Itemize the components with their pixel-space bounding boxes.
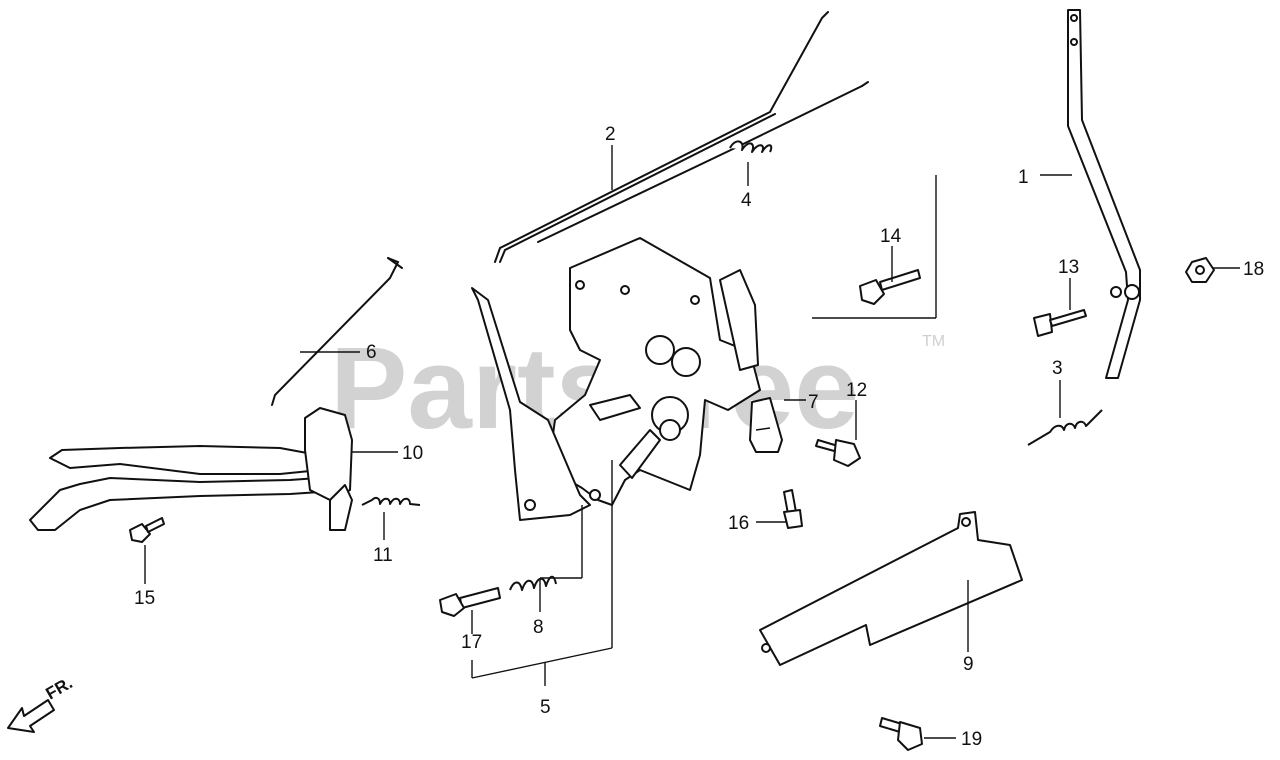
callout-10[interactable]: 10 (402, 443, 423, 464)
callout-4[interactable]: 4 (741, 190, 752, 211)
callout-12[interactable]: 12 (846, 380, 867, 401)
part-10-wire-harness[interactable] (29, 407, 353, 531)
part-18-nut[interactable] (1185, 257, 1215, 283)
callout-19[interactable]: 19 (961, 729, 982, 750)
callout-8[interactable]: 8 (533, 617, 544, 638)
callout-labels: 1 2 3 4 5 6 7 8 9 10 11 12 13 14 15 16 1… (134, 124, 1264, 750)
part-6-choke-rod[interactable] (271, 257, 403, 406)
part-16-screw[interactable] (783, 489, 803, 529)
callout-18[interactable]: 18 (1243, 259, 1264, 280)
part-4-rod-spring[interactable] (537, 81, 869, 243)
callout-6[interactable]: 6 (366, 342, 377, 363)
part-8-spring[interactable] (509, 575, 557, 591)
part-3-spring[interactable] (1027, 409, 1103, 446)
callout-16[interactable]: 16 (728, 513, 749, 534)
leader-lines (144, 145, 1240, 739)
watermark-tm: TM (922, 333, 945, 350)
part-9-plate[interactable] (759, 511, 1023, 666)
callout-17[interactable]: 17 (461, 632, 482, 653)
part-13-screw[interactable] (1033, 309, 1087, 337)
part-2-rod[interactable] (494, 11, 829, 263)
front-direction-arrow: FR. (7, 673, 76, 733)
part-19-bolt[interactable] (879, 717, 923, 751)
part-12-bolt[interactable] (815, 439, 861, 467)
callout-2[interactable]: 2 (605, 124, 616, 145)
part-7-clip[interactable] (749, 397, 783, 453)
callout-13[interactable]: 13 (1058, 257, 1079, 278)
part-1-throttle-arm[interactable] (1067, 9, 1141, 379)
part-5-control-bracket[interactable] (471, 237, 761, 521)
part-17-bolt[interactable] (439, 587, 501, 617)
part-11-spring[interactable] (361, 496, 421, 506)
part-15-screw[interactable] (129, 517, 165, 543)
callout-15[interactable]: 15 (134, 588, 155, 609)
part-14-bolt[interactable] (859, 269, 921, 305)
callout-1[interactable]: 1 (1018, 167, 1029, 188)
callout-11[interactable]: 11 (373, 545, 393, 566)
callout-3[interactable]: 3 (1052, 358, 1063, 379)
callout-7[interactable]: 7 (808, 392, 819, 413)
front-label: FR. (43, 673, 76, 703)
callout-14[interactable]: 14 (880, 226, 902, 247)
callout-5[interactable]: 5 (540, 697, 551, 718)
callout-9[interactable]: 9 (963, 654, 974, 675)
